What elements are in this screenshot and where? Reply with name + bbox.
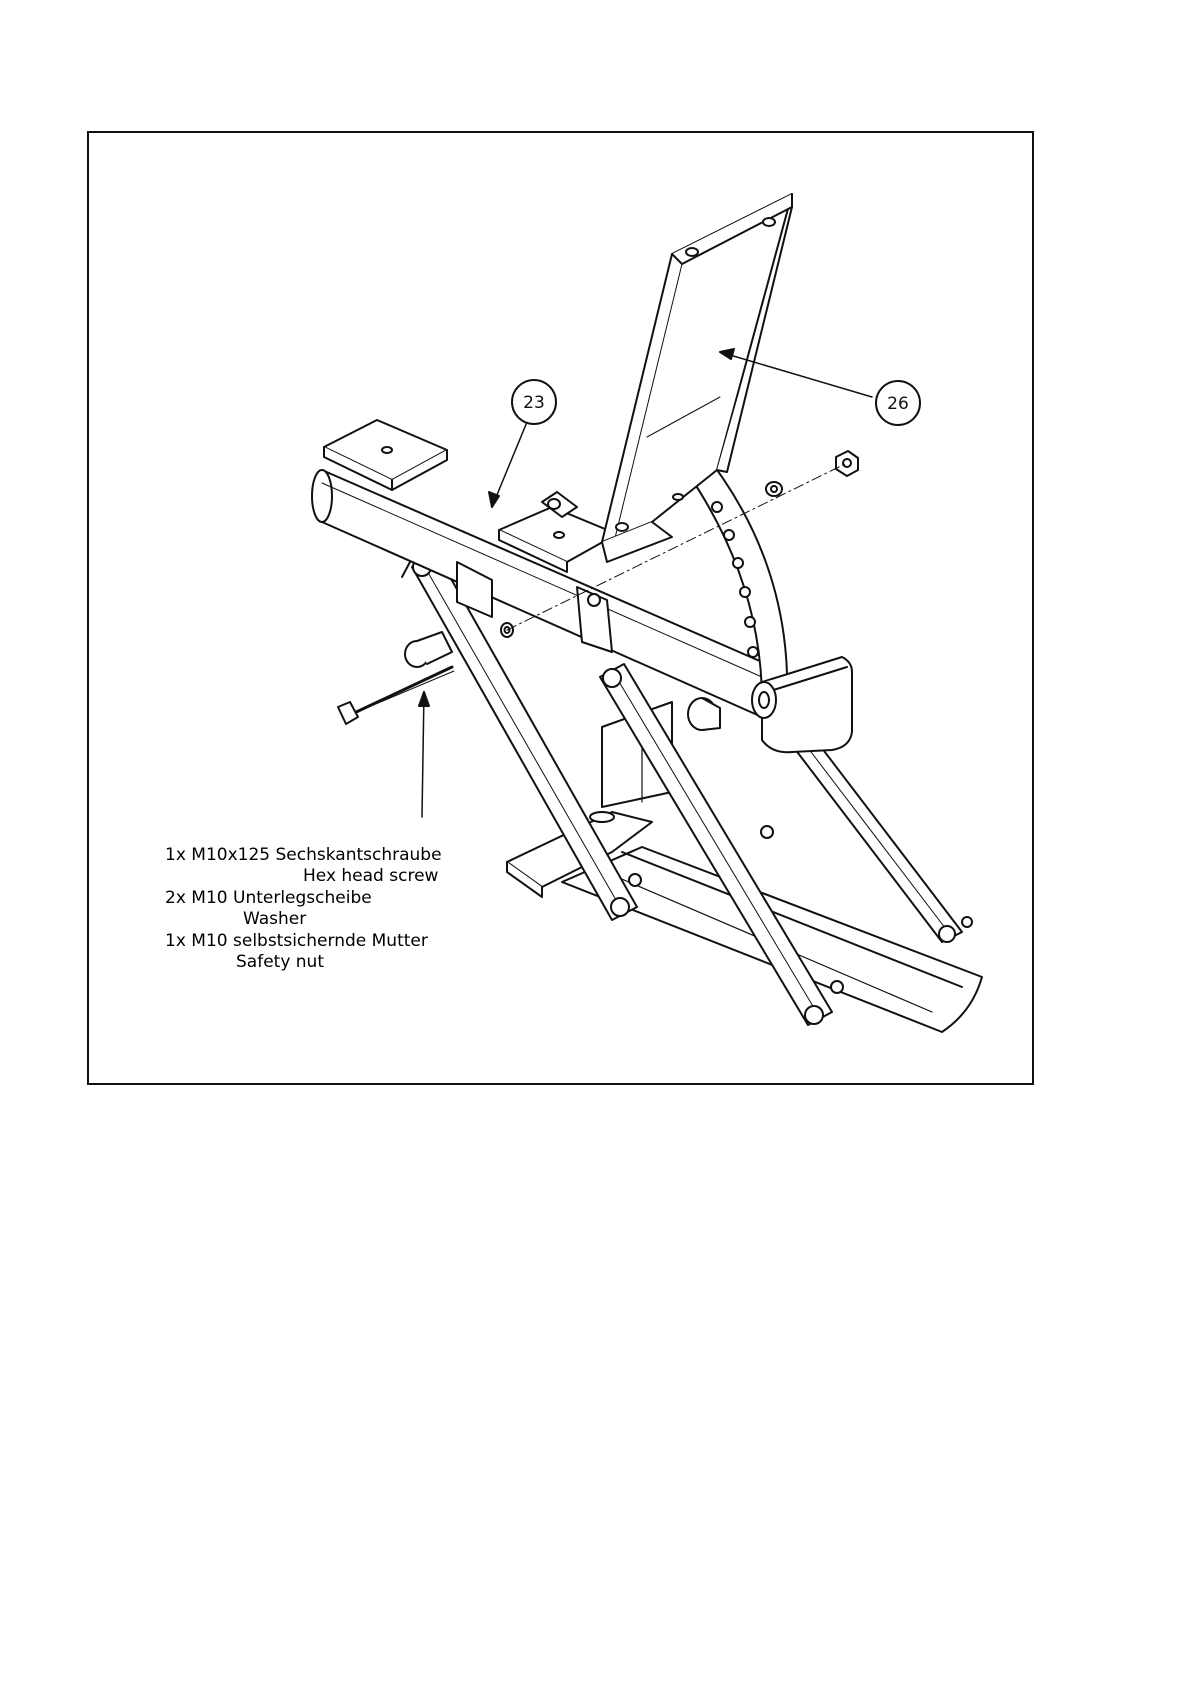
callout-26-label: 26 bbox=[887, 394, 909, 414]
figure-frame: 23 26 1x M10x125 Sechskantschraube Hex h… bbox=[87, 131, 1034, 1085]
washer-right bbox=[766, 482, 782, 496]
part-2-qty: 2x M10 bbox=[165, 888, 228, 908]
part-2-name-de: Unterlegscheibe bbox=[233, 888, 372, 908]
leader-hardware bbox=[419, 692, 429, 817]
part-1-qty-de: 1x M10x125 Sechskantschraube bbox=[165, 845, 442, 865]
back-plate-part-26 bbox=[602, 194, 792, 562]
adjust-knob-right bbox=[688, 698, 720, 730]
callout-23-label: 23 bbox=[523, 393, 545, 413]
part-1-name-de: Sechskantschraube bbox=[276, 845, 442, 865]
pull-knob-left bbox=[405, 632, 452, 667]
part-3-qty-de: 1x M10 selbstsichernde Mutter bbox=[165, 931, 428, 951]
support-bar-right bbox=[782, 722, 972, 942]
part-1-qty: 1x M10x125 bbox=[165, 845, 270, 865]
part-2-name-en: Washer bbox=[243, 909, 306, 929]
part-3-name-en: Safety nut bbox=[236, 952, 324, 972]
part-3-qty: 1x M10 bbox=[165, 931, 228, 951]
safety-nut bbox=[836, 451, 858, 476]
hex-head-screw bbox=[338, 667, 454, 724]
part-1-name-en: Hex head screw bbox=[303, 866, 438, 886]
part-3-name-de: selbstsichernde Mutter bbox=[233, 931, 428, 951]
part-2-qty-de: 2x M10 Unterlegscheibe bbox=[165, 888, 372, 908]
